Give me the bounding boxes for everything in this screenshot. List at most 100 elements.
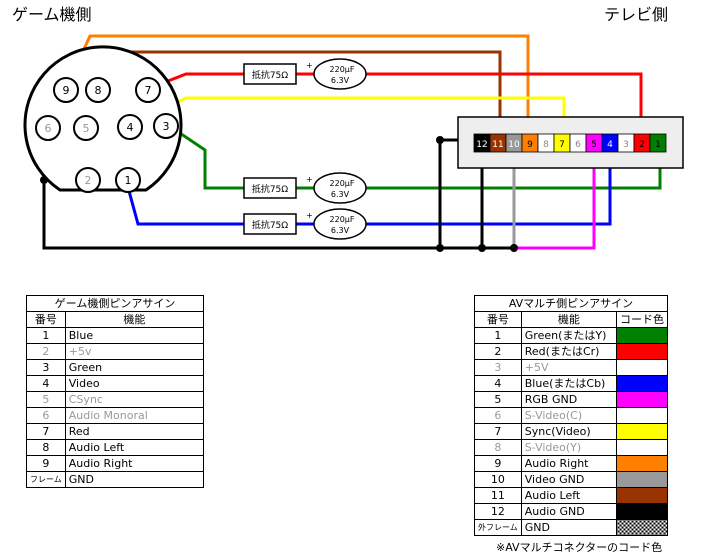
conn-pin-2: 2 (633, 133, 651, 153)
svg-text:抵抗75Ω: 抵抗75Ω (252, 219, 288, 231)
svg-text:220μF: 220μF (330, 179, 355, 188)
right-row-color-swatch (616, 375, 668, 392)
svg-text:220μF: 220μF (330, 65, 355, 74)
wire-blue (124, 156, 612, 226)
left-row-num: 4 (26, 375, 66, 392)
right-row-num: 9 (474, 455, 522, 472)
right-row-color-swatch (616, 423, 668, 440)
footnote: ※AVマルチコネクターのコード色 (496, 541, 663, 554)
right-row-color-swatch (616, 327, 668, 344)
svg-text:+: + (306, 211, 313, 220)
conn-pin-4: 4 (601, 133, 619, 153)
right-row-num: 10 (474, 471, 522, 488)
right-row-color-swatch (616, 487, 668, 504)
resistor-2: 抵抗75Ω (243, 177, 297, 199)
svg-text:2: 2 (639, 140, 645, 150)
left-row-num: 2 (26, 343, 66, 360)
right-row-num: 11 (474, 487, 522, 504)
right-row-num: 12 (474, 503, 522, 520)
conn-pin-11: 11 (489, 133, 507, 153)
tv-side-title: テレビ側 (604, 5, 669, 24)
right-row-func: Audio Left (520, 487, 618, 504)
right-row-num: 2 (474, 343, 522, 360)
svg-text:1: 1 (655, 140, 661, 150)
din-pin-3: 3 (153, 113, 179, 139)
right-col-color: コード色 (616, 311, 668, 328)
right-row-func: RGB GND (520, 391, 618, 408)
conn-pin-7: 7 (553, 133, 571, 153)
right-row-num: 1 (474, 327, 522, 344)
left-table-row: 2+5v (26, 343, 205, 360)
svg-text:3: 3 (623, 140, 629, 150)
right-row-func: Blue(またはCb) (520, 375, 618, 392)
right-row-num: 3 (474, 359, 522, 376)
din-pin-4: 4 (117, 114, 143, 140)
left-row-func: CSync (64, 391, 205, 408)
right-row-color-swatch (616, 391, 668, 408)
svg-text:9: 9 (527, 140, 533, 150)
svg-text:5: 5 (591, 140, 597, 150)
left-row-func: Green (64, 359, 205, 376)
svg-text:7: 7 (145, 84, 152, 97)
svg-text:9: 9 (63, 84, 70, 97)
din-pin-8: 8 (85, 77, 111, 103)
svg-text:5: 5 (83, 122, 90, 135)
conn-pin-8: 8 (537, 133, 555, 153)
left-row-func: Blue (64, 327, 205, 344)
left-row-func: +5v (64, 343, 205, 360)
left-row-func: Audio Left (64, 439, 205, 456)
conn-pin-6: 6 (569, 133, 587, 153)
resistor-3: 抵抗75Ω (243, 213, 297, 235)
left-row-num: フレーム (26, 471, 66, 488)
left-row-num: 6 (26, 407, 66, 424)
svg-text:4: 4 (607, 140, 613, 150)
right-row-func: +5V (520, 359, 618, 376)
svg-text:抵抗75Ω: 抵抗75Ω (252, 183, 288, 195)
din-pin-7: 7 (135, 77, 161, 103)
right-row-color-swatch (616, 471, 668, 488)
svg-text:3: 3 (163, 120, 170, 133)
svg-text:2: 2 (85, 174, 92, 187)
svg-text:8: 8 (543, 140, 549, 150)
svg-text:6.3V: 6.3V (331, 226, 350, 235)
right-row-color-swatch (616, 503, 668, 520)
left-row-num: 9 (26, 455, 66, 472)
right-row-func: Sync(Video) (520, 423, 618, 440)
conn-pin-12: 12 (473, 133, 491, 153)
din-pin-9: 9 (53, 77, 79, 103)
right-row-color-swatch (616, 343, 668, 360)
left-row-num: 8 (26, 439, 66, 456)
svg-text:+: + (306, 175, 313, 184)
left-row-func: Audio Right (64, 455, 205, 472)
wire-rgb-gnd (516, 156, 596, 250)
right-row-color-swatch (616, 439, 668, 456)
left-row-func: Red (64, 423, 205, 440)
svg-text:6: 6 (575, 140, 581, 150)
din-pin-1: 1 (115, 167, 141, 193)
right-row-func: Video GND (520, 471, 618, 488)
right-row-num: 外フレーム (474, 519, 522, 536)
svg-text:12: 12 (476, 140, 487, 150)
right-row-func: Audio GND (520, 503, 618, 520)
din-pin-2: 2 (75, 167, 101, 193)
right-row-func: S-Video(C) (520, 407, 618, 424)
left-row-num: 3 (26, 359, 66, 376)
svg-text:8: 8 (95, 84, 102, 97)
